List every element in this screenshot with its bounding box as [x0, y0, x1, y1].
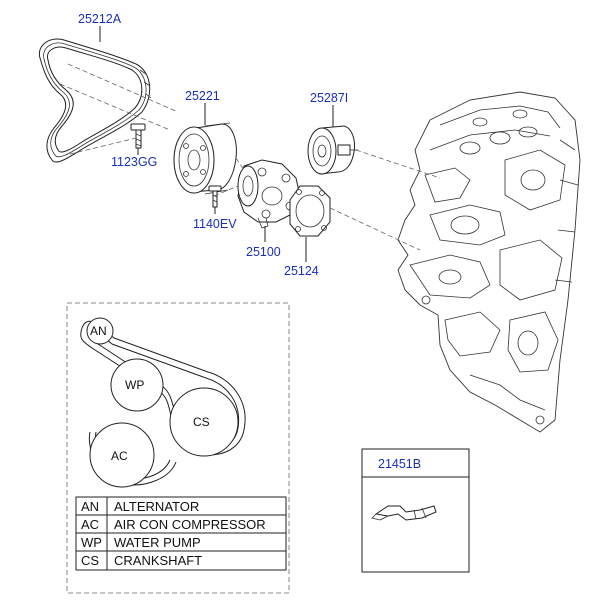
part-number-25221: 25221 [185, 89, 220, 103]
pulley-an [86, 317, 114, 345]
engine-block [397, 91, 581, 433]
bolt-pulley [130, 123, 146, 149]
legend-name-ac: AIR CON COMPRESSOR [114, 517, 266, 532]
legend-name-an: ALTERNATOR [114, 499, 199, 514]
pulley-cs-label: CS [193, 415, 210, 429]
bolt-pump [208, 185, 222, 208]
assembly-lines [59, 63, 441, 251]
pulley-wp-label: WP [125, 378, 144, 392]
part-number-1123gg: 1123GG [111, 155, 157, 169]
legend-code-wp: WP [81, 535, 102, 550]
detail-box-21451b: 21451B [361, 448, 470, 573]
legend-code-cs: CS [81, 553, 99, 568]
gasket [289, 185, 331, 237]
water-pump-pulley [173, 122, 237, 195]
part-number-21451b: 21451B [378, 457, 421, 471]
part-number-25124: 25124 [284, 264, 319, 278]
legend-code-an: AN [81, 499, 99, 514]
water-pump [237, 159, 301, 229]
pulley-an-label: AN [90, 324, 107, 338]
legend-name-cs: CRANKSHAFT [114, 553, 202, 568]
pulley-wp [110, 358, 164, 412]
dipstick-tube-icon [371, 505, 437, 521]
pulley-ac-label: AC [111, 449, 128, 463]
part-number-25287i: 25287I [310, 91, 348, 105]
part-number-25100: 25100 [246, 245, 281, 259]
legend-name-wp: WATER PUMP [114, 535, 201, 550]
part-number-belt: 25212A [78, 12, 122, 26]
pulley-cs [169, 387, 239, 457]
legend-code-ac: AC [81, 517, 99, 532]
drive-belt [38, 38, 152, 163]
idler-pulley [307, 125, 358, 175]
part-number-1140ev: 1140EV [193, 217, 237, 231]
belt-routing-box: AN WP CS AC [66, 302, 290, 594]
legend-table: AN ALTERNATOR AC AIR CON COMPRESSOR WP W… [75, 496, 287, 571]
pulley-ac [89, 422, 155, 488]
